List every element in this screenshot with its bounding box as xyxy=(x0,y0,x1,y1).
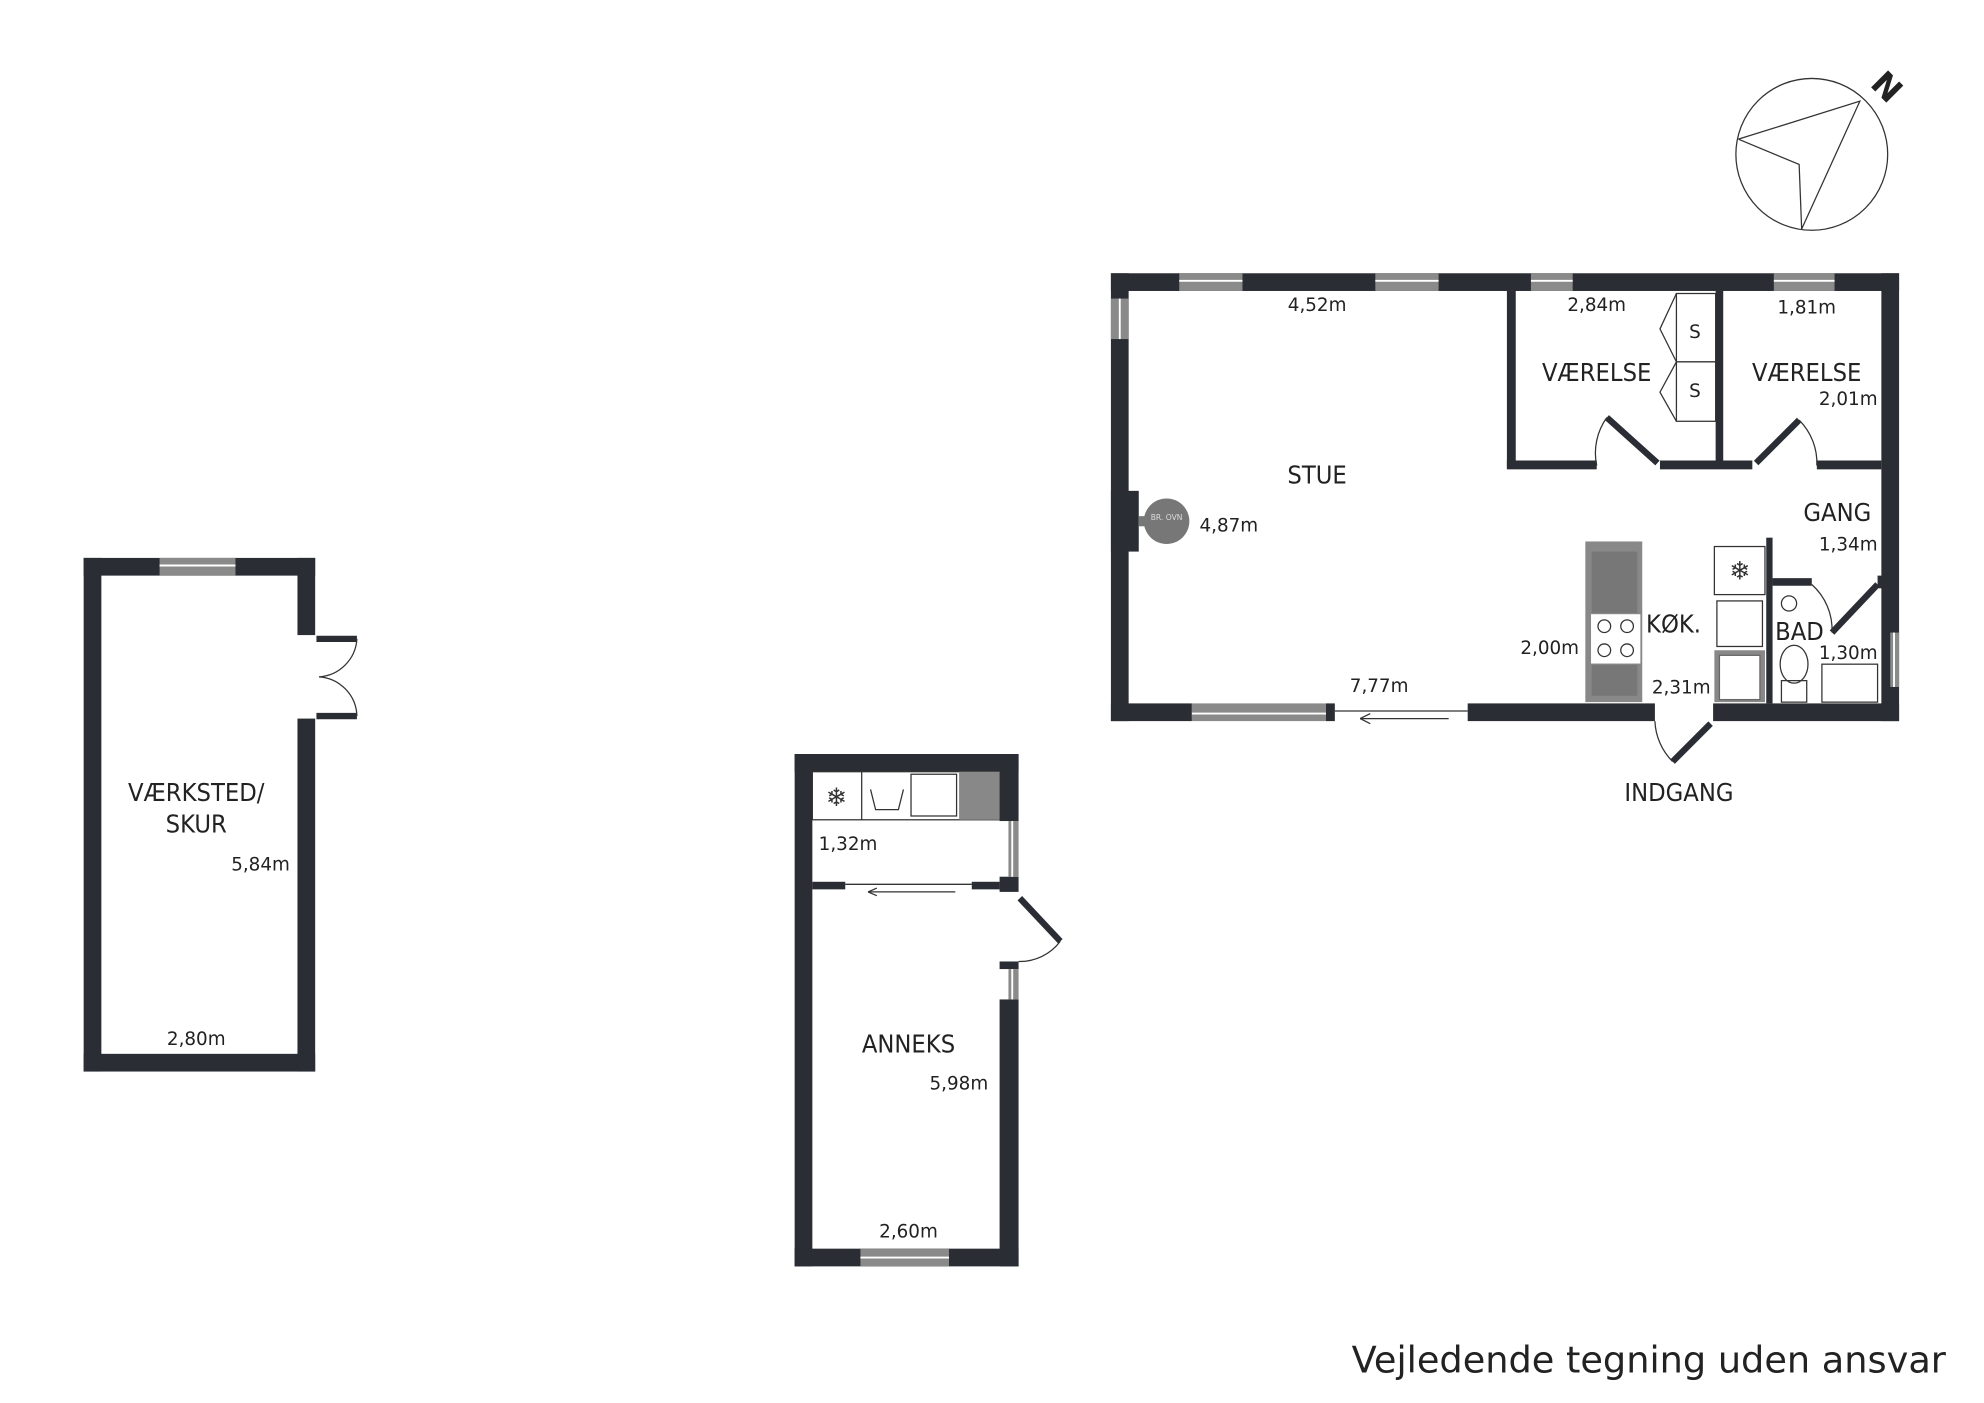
dim-label: 4,87m xyxy=(1199,515,1258,536)
room-label-vaerelse: VÆRELSE xyxy=(1542,358,1651,387)
main-house: S S BR. OVN ❄ STUE 4,52m 4,8 xyxy=(1110,273,1900,807)
kitchen-counter: ❄ xyxy=(1585,541,1766,703)
dim-label: 2,80m xyxy=(167,1029,226,1050)
dim-label: 4,52m xyxy=(1288,295,1347,316)
room-label-stue: STUE xyxy=(1287,460,1346,489)
dim-label: 2,31m xyxy=(1652,677,1711,698)
dim-label: 1,81m xyxy=(1777,298,1836,319)
annex-building: ❄ 1,32m ANNEKS 5,98m 2,60m xyxy=(794,754,1063,1267)
dim-label: 2,00m xyxy=(1520,638,1579,659)
stove-label: BR. OVN xyxy=(1151,513,1183,522)
closet-label: S xyxy=(1689,381,1701,402)
room-label-anneks: ANNEKS xyxy=(862,1030,955,1059)
fridge-icon: ❄ xyxy=(1729,556,1750,585)
room-label-bad: BAD xyxy=(1775,617,1824,646)
room-label-kokken: KØK. xyxy=(1646,610,1701,639)
dim-label: 2,60m xyxy=(879,1221,938,1242)
dim-label: 1,34m xyxy=(1819,534,1878,555)
room-label-vaerksted: VÆRKSTED/ xyxy=(128,778,265,807)
workshop-building: VÆRKSTED/ SKUR 5,84m 2,80m xyxy=(83,557,358,1072)
dim-label: 7,77m xyxy=(1350,676,1409,697)
bathroom-fixtures xyxy=(1779,595,1879,703)
windows xyxy=(1110,273,1900,722)
dim-label: 5,84m xyxy=(231,854,290,875)
compass-north-label: N xyxy=(1863,63,1910,110)
dim-label: 1,32m xyxy=(819,834,878,855)
fridge-icon: ❄ xyxy=(826,783,847,812)
dim-label: 2,01m xyxy=(1819,389,1878,410)
dim-label: 5,98m xyxy=(930,1073,989,1094)
dim-label: 2,84m xyxy=(1567,295,1626,316)
disclaimer-text: Vejledende tegning uden ansvar xyxy=(1352,1339,1947,1382)
compass: N xyxy=(1735,63,1910,231)
annex-kitchen-row: ❄ xyxy=(811,771,1001,821)
entrance-label: INDGANG xyxy=(1624,778,1733,807)
room-label-skur: SKUR xyxy=(166,809,227,838)
dim-label: 1,30m xyxy=(1819,643,1878,664)
room-label-gang: GANG xyxy=(1803,498,1871,527)
room-label-vaerelse: VÆRELSE xyxy=(1752,358,1861,387)
closet-label: S xyxy=(1689,322,1701,343)
